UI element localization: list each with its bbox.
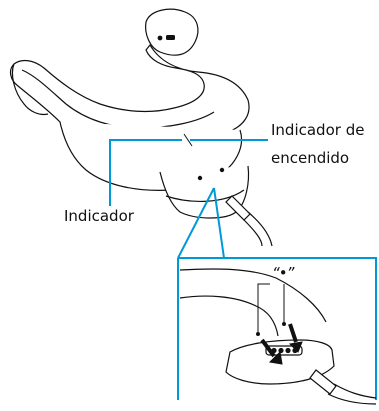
button-icon	[158, 36, 163, 41]
neckband-speaker	[11, 9, 250, 190]
indicator-label: Indicador	[64, 207, 134, 226]
dot-mark-left	[256, 332, 260, 336]
power-indicator-label: Indicador de	[271, 121, 364, 140]
dot-mark-leaders	[258, 284, 284, 332]
usb-cable	[226, 196, 272, 246]
port-icon	[166, 35, 175, 40]
zoom-inset	[180, 269, 376, 404]
power-indicator-label-line2: encendido	[271, 149, 349, 168]
dot-mark-label: “•”	[272, 264, 293, 282]
dot-mark-right	[282, 322, 286, 326]
